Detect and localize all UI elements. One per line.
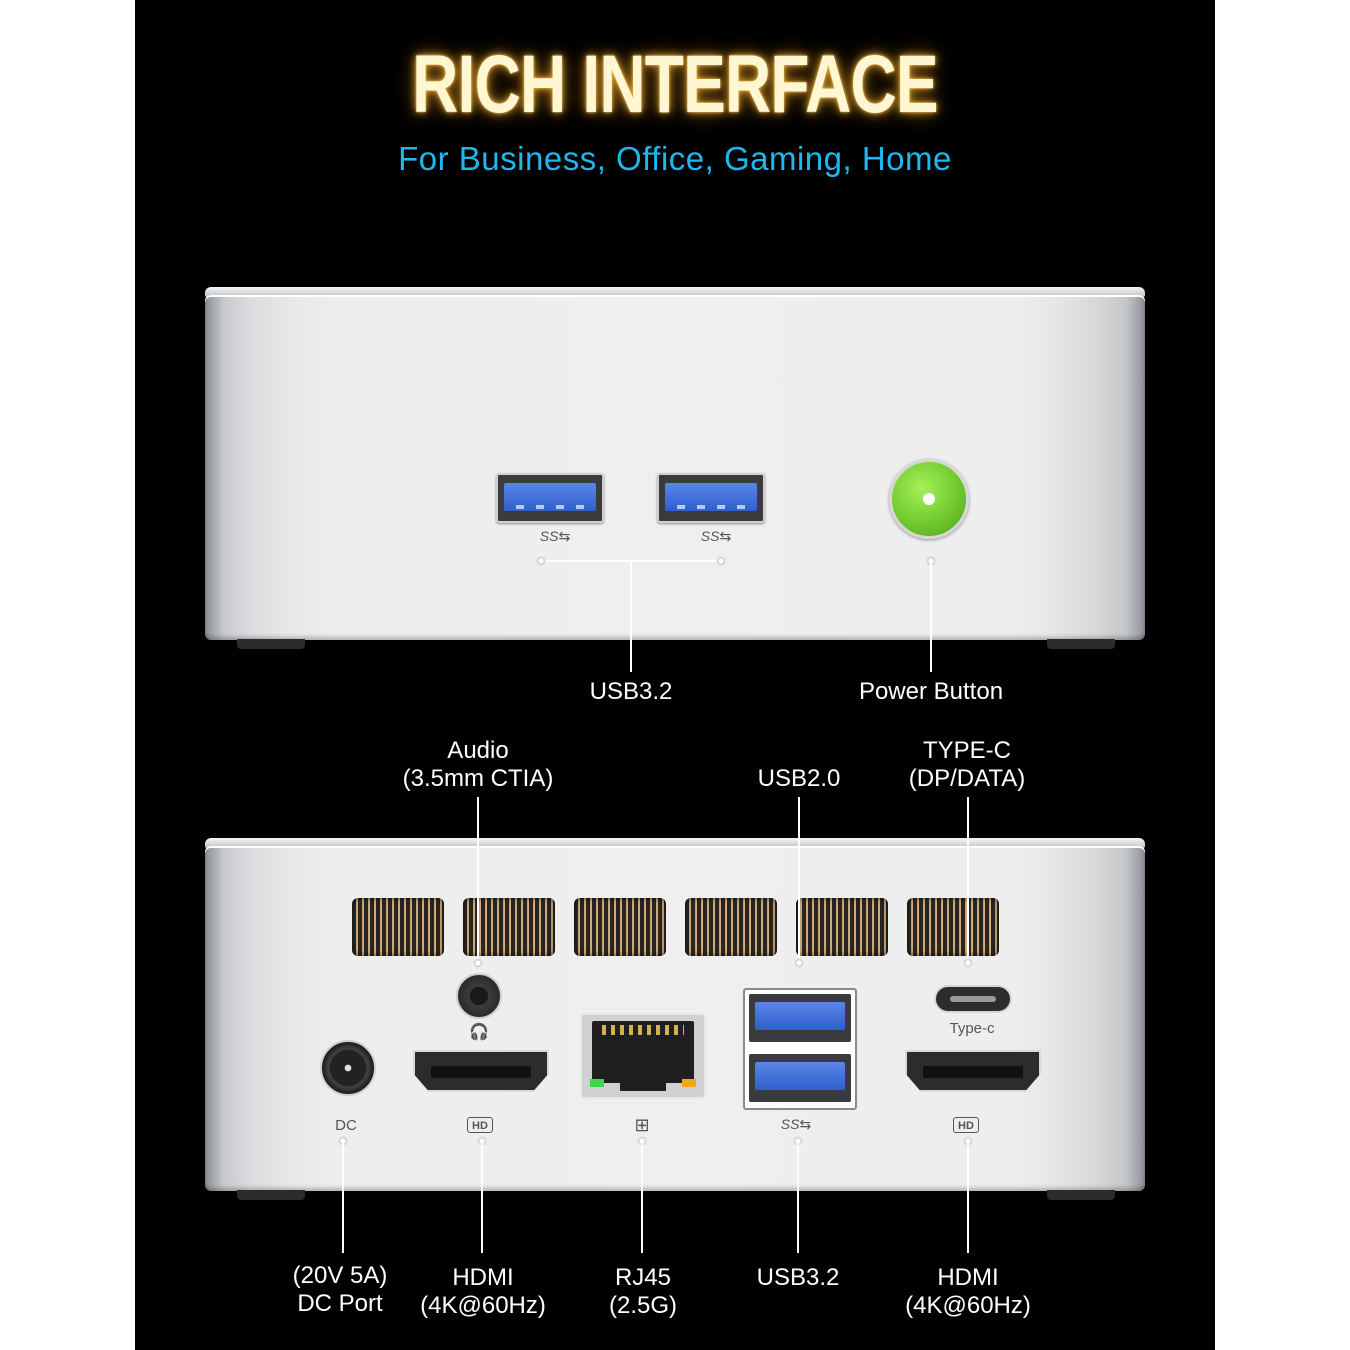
label-hdmi-right: HDMI (4K@60Hz) [905,1264,1031,1319]
rear-device-top [205,838,1145,848]
typec-port [934,985,1012,1013]
front-device [205,287,1145,652]
vent-grill [352,898,444,956]
rj45-port [580,1013,706,1099]
hd-badge-right: HD [953,1117,979,1133]
network-icon: ⊞ [634,1115,650,1135]
typec-connector-vline [967,797,969,963]
hdmi-port-right [905,1050,1041,1092]
front-foot-right [1047,639,1115,649]
hdmi-left-connector-vline [481,1141,483,1253]
ss-usb-icon: SS⇆ [780,1116,812,1132]
hdmi-port-left [413,1050,549,1092]
power-button [889,459,969,539]
headphone-icon: 🎧 [469,1024,489,1041]
dc-jack [320,1040,376,1096]
label-typec: TYPE-C (DP/DATA) [908,737,1026,792]
hd-badge-left: HD [467,1117,493,1133]
page-subtitle: For Business, Office, Gaming, Home [398,140,952,177]
page-title: RICH INTERFACE [412,39,938,130]
typec-mark: Type-c [949,1020,995,1037]
usb32-stack [743,988,857,1110]
vent-grill [907,898,999,956]
usb32-connector-vline [797,1141,799,1253]
label-power-button: Power Button [858,678,1004,705]
ss-usb-icon: SS⇆ [539,528,571,544]
audio-connector-vline [477,797,479,963]
audio-jack [456,973,502,1019]
front-foot-left [237,639,305,649]
vent-grill [574,898,666,956]
rear-foot-left [237,1190,305,1200]
front-usb-port-left [496,473,604,523]
ss-usb-icon: SS⇆ [700,528,732,544]
hdmi-right-connector-vline [967,1141,969,1253]
dc-connector-vline [342,1141,344,1253]
label-rj45: RJ45 (2.5G) [608,1264,678,1319]
vent-grill [685,898,777,956]
rj45-connector-vline [641,1141,643,1253]
power-connector-vline [930,561,932,672]
audio-dot [473,958,483,968]
label-front-usb: USB3.2 [589,678,673,705]
front-device-face [205,295,1145,640]
label-usb2: USB2.0 [757,765,841,792]
usb-left-dot [536,556,546,566]
dc-mark: DC [335,1117,357,1134]
front-usb-port-right [657,473,765,523]
usb2-dot [794,958,804,968]
rear-foot-right [1047,1190,1115,1200]
label-rear-usb32: USB3.2 [756,1264,840,1291]
usb-right-dot [716,556,726,566]
label-hdmi-left: HDMI (4K@60Hz) [420,1264,546,1319]
label-audio: Audio (3.5mm CTIA) [402,737,554,792]
front-device-top [205,287,1145,297]
usb2-connector-vline [798,797,800,963]
vent-grill [796,898,888,956]
typec-dot [963,958,973,968]
label-dc-port: (20V 5A) DC Port [292,1262,388,1317]
usb-connector-vline [630,561,632,672]
